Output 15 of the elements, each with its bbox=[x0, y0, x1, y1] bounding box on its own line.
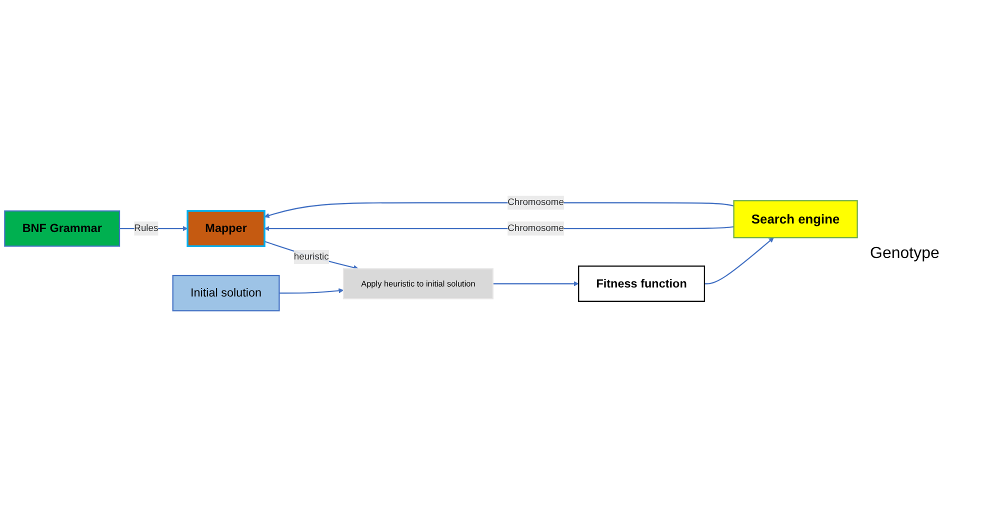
node-box: Apply heuristic to initial solution bbox=[342, 268, 494, 300]
node-box: Fitness function bbox=[578, 266, 706, 302]
edge-label: heuristic bbox=[294, 252, 329, 262]
arrow bbox=[264, 241, 359, 270]
edge-label: Chromosome bbox=[508, 198, 564, 208]
node-box: Initial solution bbox=[172, 275, 280, 312]
node-box: Mapper bbox=[186, 210, 266, 248]
note-label: Genotype bbox=[870, 244, 940, 262]
edge-label: Chromosome bbox=[508, 224, 564, 234]
edge-label: Rules bbox=[134, 224, 158, 234]
arrow bbox=[704, 238, 774, 285]
node-box: Search engine bbox=[733, 200, 858, 239]
node-box: BNF Grammar bbox=[4, 210, 120, 248]
arrow bbox=[279, 288, 344, 294]
arrow bbox=[492, 281, 579, 287]
